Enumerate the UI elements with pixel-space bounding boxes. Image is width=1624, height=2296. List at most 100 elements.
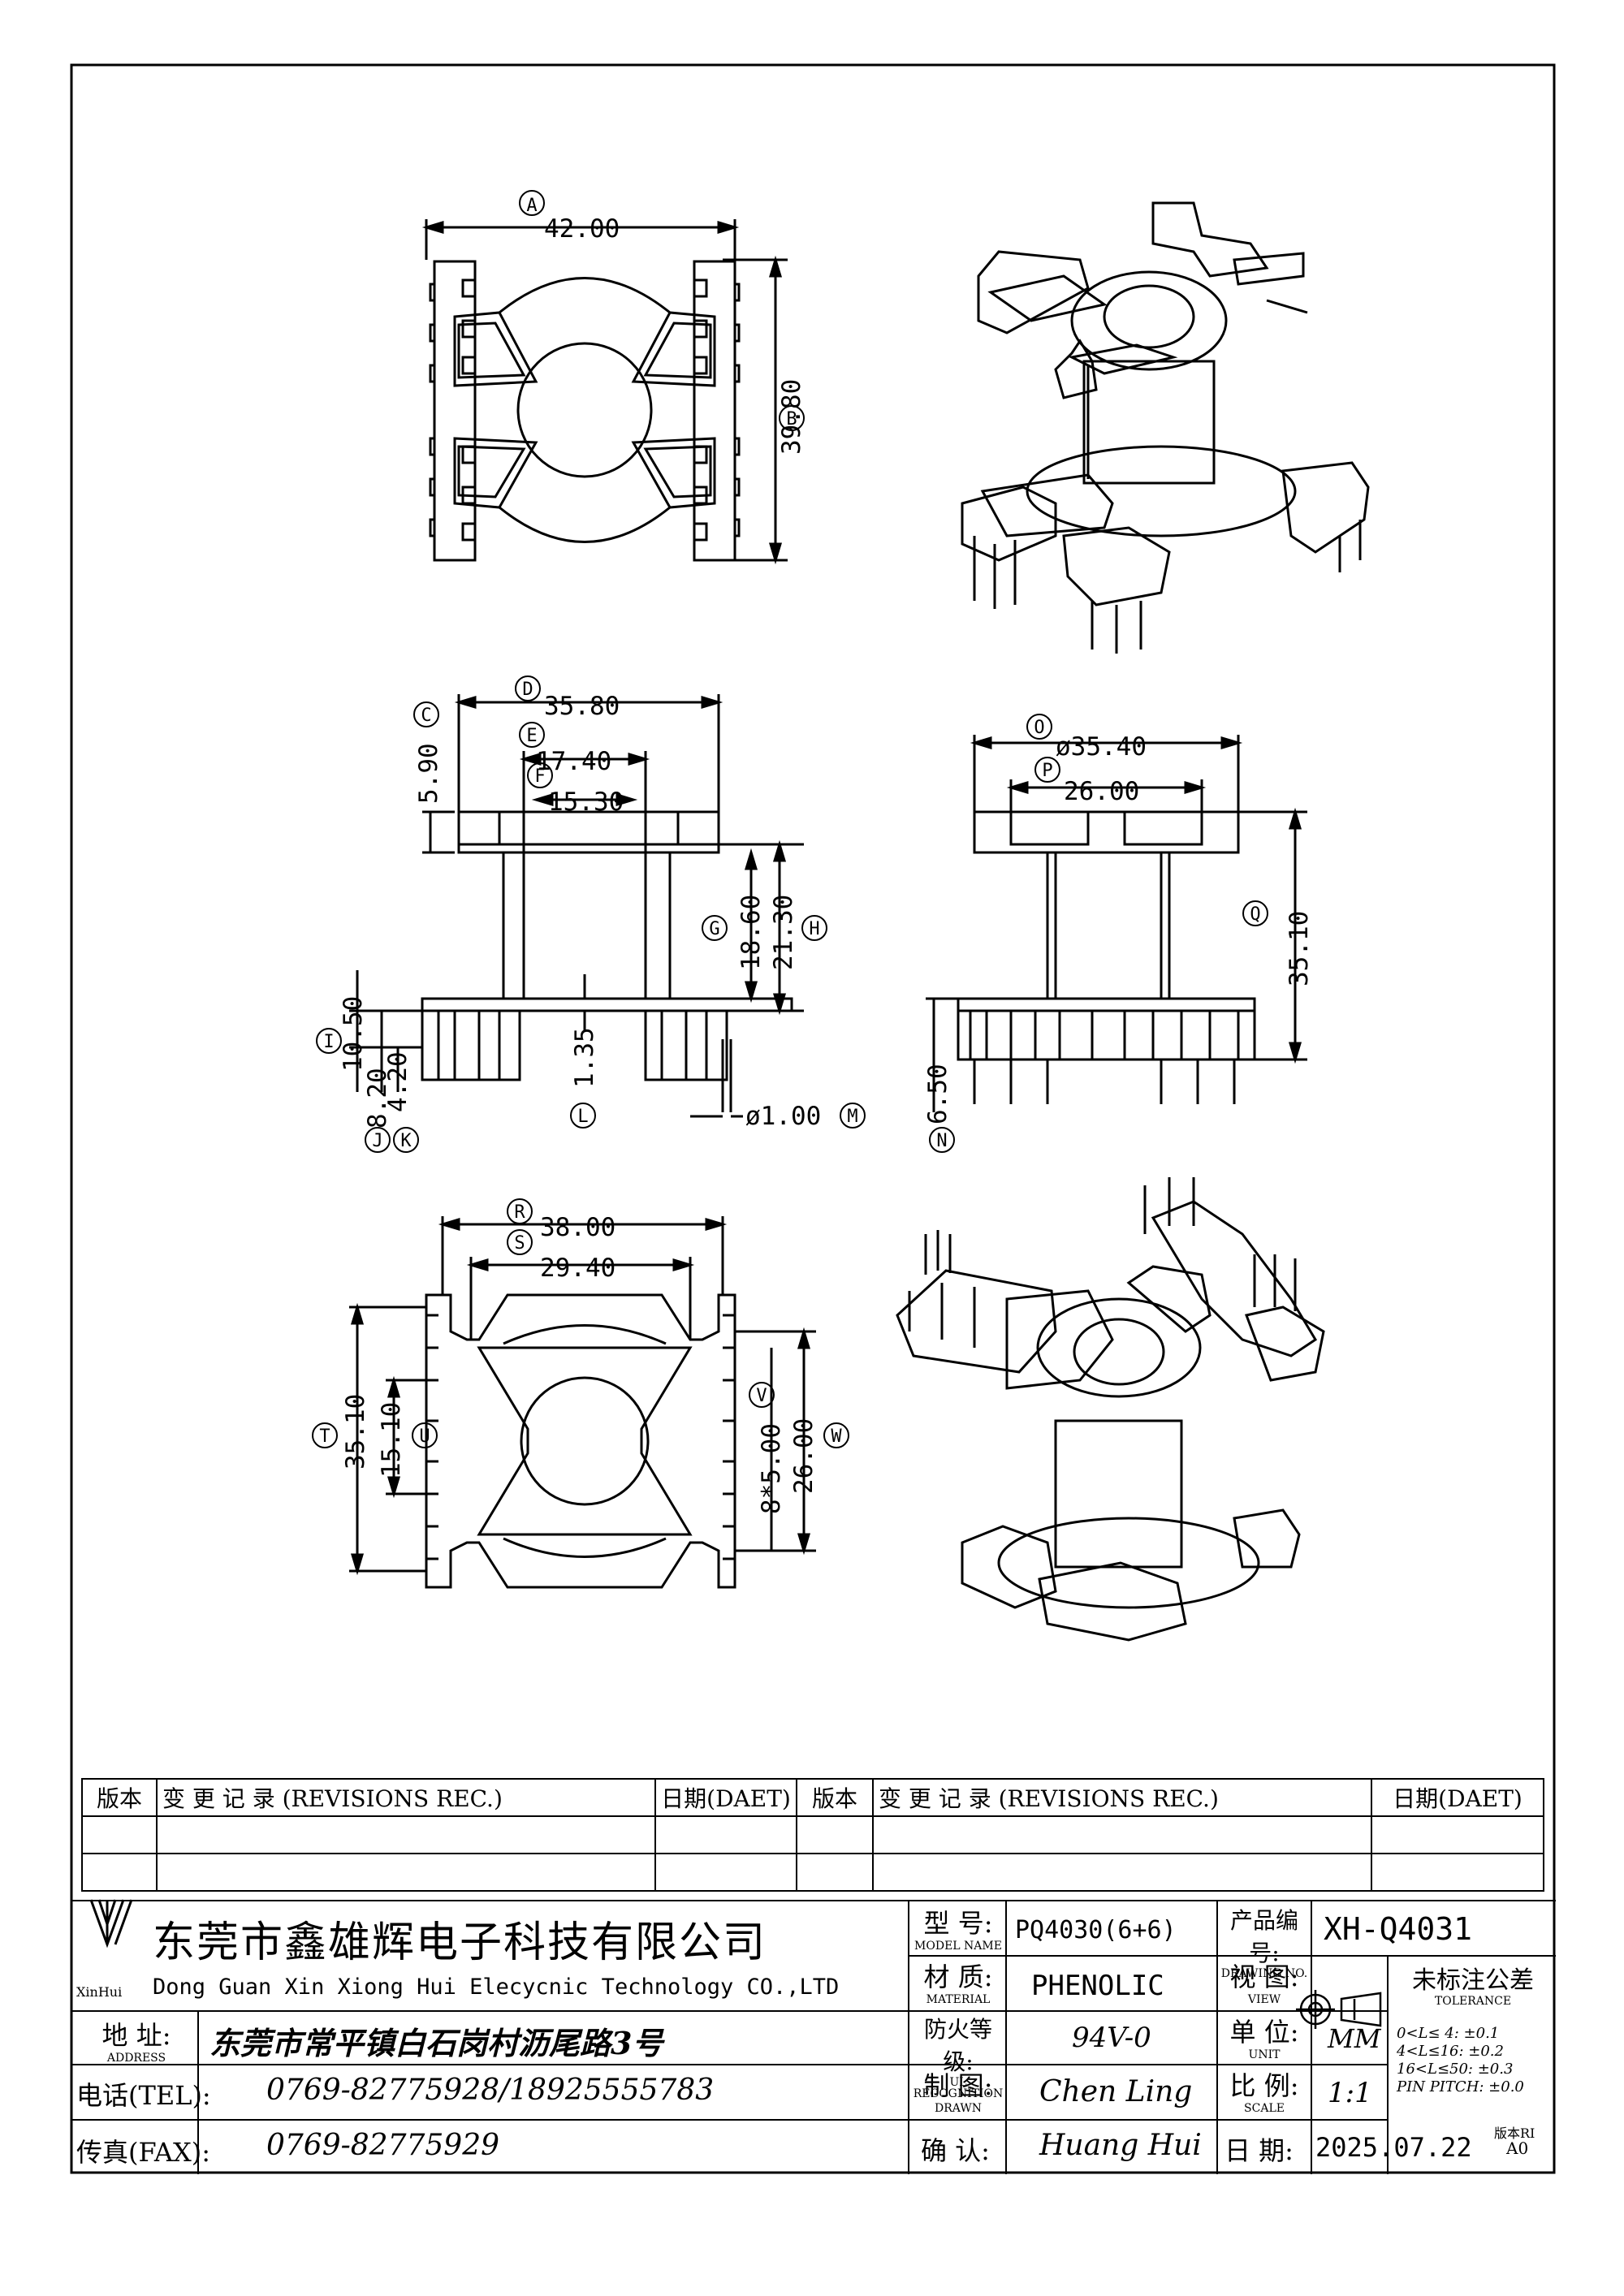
- side-view: [926, 735, 1307, 1112]
- unit-label: 单 位: UNIT: [1229, 2017, 1299, 2061]
- front-view: [349, 694, 804, 1118]
- dim-W-value: 26.00: [789, 1418, 818, 1494]
- label-O: O: [1034, 718, 1044, 738]
- label-N: N: [936, 1131, 947, 1151]
- rev-label: 版本RI: [1494, 2126, 1535, 2141]
- dim-S-value: 29.40: [540, 1254, 615, 1283]
- label-M: M: [847, 1107, 857, 1127]
- label-T: T: [319, 1426, 330, 1447]
- label-Q: Q: [1250, 904, 1260, 925]
- check-value: Huang Hui: [1039, 2129, 1202, 2162]
- rev-value: A0: [1506, 2138, 1529, 2158]
- view-label: 视 图: VIEW: [1229, 1962, 1299, 2006]
- label-K: K: [400, 1131, 412, 1151]
- material-label: 材 质: MATERIAL: [923, 1962, 993, 2006]
- dim-O-value: ø35.40: [1056, 732, 1147, 762]
- rev-record-header: 变 更 记 录 (REVISIONS REC.): [156, 1778, 656, 1817]
- projection-view-icon: [1296, 1990, 1382, 2029]
- label-I: I: [323, 1032, 334, 1052]
- date-value: 2025.07.22: [1315, 2132, 1472, 2163]
- tolerance-label: 未标注公差 TOLERANCE: [1412, 1966, 1534, 2008]
- tolerance-row: 0<L≤ 4: ±0.1: [1397, 2025, 1500, 2042]
- dim-R-value: 38.00: [540, 1213, 615, 1242]
- fax-label: 传真(FAX):: [76, 2137, 211, 2168]
- dim-H-value: 21.30: [769, 895, 798, 970]
- label-S: S: [514, 1233, 525, 1254]
- revisions-table: 版本 变 更 记 录 (REVISIONS REC.) 日期(DAET) 版本 …: [81, 1778, 1544, 1892]
- rev-version-header: 版本: [81, 1778, 158, 1817]
- company-logo-text: XinHui: [76, 1984, 123, 2000]
- company-block: 东莞市鑫雄辉电子科技有限公司 XinHui Dong Guan Xin Xion…: [71, 1900, 908, 2174]
- dim-N-value: 6.50: [923, 1064, 952, 1124]
- model-label: 型 号: MODEL NAME: [914, 1908, 1002, 1953]
- dim-V-value: 8*5.00: [757, 1423, 786, 1514]
- dim-C-value: 5.90: [414, 743, 443, 804]
- dim-A-value: 42.00: [544, 214, 620, 244]
- isometric-view-1: [961, 201, 1370, 654]
- label-P: P: [1042, 761, 1052, 781]
- label-V: V: [756, 1386, 767, 1406]
- label-R: R: [514, 1202, 525, 1223]
- label-G: G: [709, 919, 719, 939]
- tolerance-row: 16<L≤50: ±0.3: [1397, 2061, 1514, 2078]
- dim-K-value: 4.20: [383, 1051, 412, 1112]
- dim-I-value: 10.50: [339, 996, 368, 1072]
- dim-J-value: 8.20: [363, 1068, 392, 1129]
- dim-E-value: 17.40: [536, 747, 611, 776]
- label-J: J: [372, 1131, 382, 1151]
- material-value: PHENOLIC: [1031, 1970, 1164, 2002]
- dim-M-value: ø1.00: [745, 1102, 821, 1131]
- rev-version-header-2: 版本: [796, 1778, 874, 1817]
- unit-value: MM: [1328, 2023, 1381, 2054]
- spec-block: 型 号: MODEL NAME PQ4030(6+6) 产品编号: DRAWIN…: [908, 1900, 1556, 2174]
- label-D: D: [522, 680, 533, 700]
- label-H: H: [809, 919, 819, 939]
- dim-G-value: 18.60: [736, 895, 766, 970]
- ul-label: 防火等级: UL RECOGNITION: [913, 2016, 1004, 2100]
- scale-label: 比 例: SCALE: [1229, 2070, 1299, 2115]
- dim-D-value: 35.80: [544, 692, 620, 721]
- label-C: C: [421, 706, 431, 726]
- label-W: W: [831, 1426, 842, 1447]
- label-A: A: [526, 196, 537, 216]
- drawn-value: Chen Ling: [1039, 2075, 1193, 2108]
- tolerance-row: 4<L≤16: ±0.2: [1397, 2043, 1504, 2060]
- tolerance-list: 0<L≤ 4: ±0.1 4<L≤16: ±0.2 16<L≤50: ±0.3 …: [1397, 2025, 1524, 2096]
- company-name-cn: 东莞市鑫雄辉电子科技有限公司: [153, 1918, 767, 1967]
- tolerance-row: PIN PITCH: ±0.0: [1397, 2078, 1524, 2095]
- fax-value: 0769-82775929: [266, 2129, 500, 2162]
- top-view-1: [421, 219, 788, 565]
- tel-value: 0769-82775928/18925555783: [266, 2074, 715, 2107]
- check-label: 确 认:: [921, 2135, 990, 2166]
- scale-value: 1:1: [1328, 2077, 1372, 2109]
- title-block: 版本 变 更 记 录 (REVISIONS REC.) 日期(DAET) 版本 …: [71, 1772, 1556, 2174]
- label-B: B: [786, 409, 797, 429]
- company-name-en: Dong Guan Xin Xiong Hui Elecycnic Techno…: [153, 1974, 840, 2000]
- label-L: L: [577, 1107, 588, 1127]
- label-U: U: [419, 1426, 430, 1447]
- model-value: PQ4030(6+6): [1015, 1916, 1177, 1944]
- address-label: 地 址: ADDRESS: [102, 2020, 171, 2065]
- bottom-view: [349, 1216, 816, 1589]
- isometric-view-2: [896, 1177, 1325, 1642]
- tel-label: 电话(TEL):: [76, 2080, 211, 2111]
- dim-T-value: 35.10: [341, 1394, 370, 1470]
- label-E: E: [526, 726, 537, 746]
- drawing-no-value: XH-Q4031: [1324, 1911, 1473, 1947]
- dim-P-value: 26.00: [1064, 777, 1139, 806]
- drawn-label: 制 图: DRAWN: [923, 2070, 993, 2115]
- drawing-no-label: 产品编号: DRAWING NO.: [1220, 1907, 1308, 1980]
- dim-L-value: 1.35: [570, 1027, 599, 1088]
- dim-U-value: 15.10: [377, 1402, 406, 1478]
- dim-F-value: 15.30: [548, 788, 624, 817]
- company-logo: [89, 1899, 133, 1949]
- dim-B-value: 39.80: [777, 379, 806, 455]
- rev-date-header-2: 日期(DAET): [1371, 1778, 1544, 1817]
- dim-Q-value: 35.10: [1285, 911, 1314, 986]
- rev-date-header: 日期(DAET): [654, 1778, 797, 1817]
- rev-record-header-2: 变 更 记 录 (REVISIONS REC.): [872, 1778, 1372, 1817]
- date-label: 日 期:: [1224, 2135, 1294, 2166]
- address-value: 东莞市常平镇白石岗村沥尾路3号: [209, 2025, 663, 2061]
- label-F: F: [534, 766, 545, 787]
